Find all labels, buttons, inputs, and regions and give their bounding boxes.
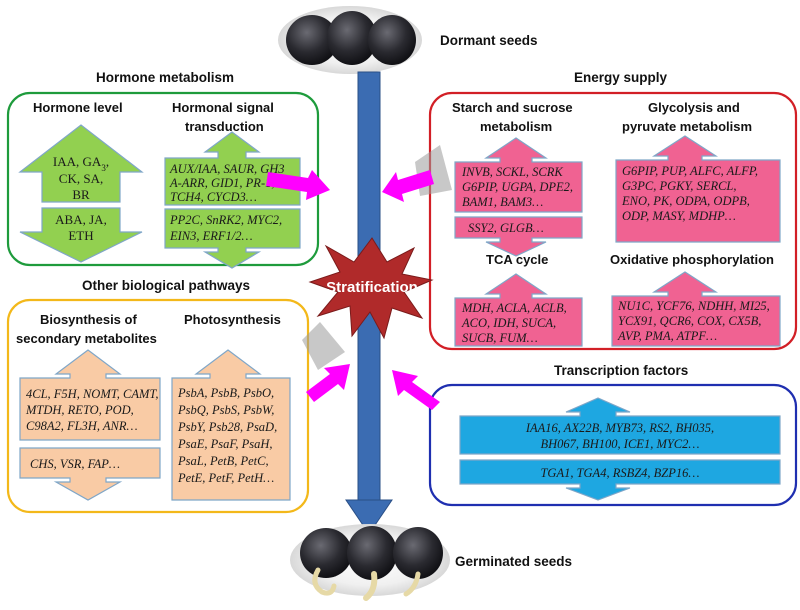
hormone-up-line1: IAA, GA: [53, 154, 102, 169]
tf-up-gene-line1: IAA16, AX22B, MYB73, RS2, BH035,: [525, 421, 714, 435]
biosynthesis-up-arrow-shape: [19, 349, 161, 441]
hormone-level-up-arrow-shape: [18, 124, 144, 203]
biosynthesis-title-line1: Biosynthesis of: [40, 312, 137, 327]
germinated-seeds-image: [290, 524, 450, 601]
glyco-gene-line1: G6PIP, PUP, ALFC, ALFP,: [622, 164, 758, 178]
biosynthesis-down-arrow-shape: [19, 447, 161, 501]
tf-up-gene-line2: BH067, BH100, ICE1, MYC2…: [540, 437, 699, 451]
photo-gene-line5: PsaL, PetB, PetC,: [177, 454, 269, 468]
hormone-up-line1-group: IAA, GA3,: [53, 154, 109, 173]
starch-gene-line3: BAM1, BAM3…: [462, 195, 543, 209]
ox-gene-line2: YCX91, QCR6, COX, CX5B,: [618, 314, 761, 328]
magenta-arrow-other: [306, 364, 350, 402]
glyco-gene-line4: ODP, MASY, MDHP…: [622, 209, 736, 223]
signal-up-gene-line2: A-ARR, GID1, PR-1,: [169, 176, 274, 190]
stratification-star: [308, 237, 434, 340]
hormone-up-line3: BR: [72, 187, 90, 202]
dormant-seeds-image: [278, 6, 422, 74]
hormone-up-line1-tail: ,: [106, 154, 109, 169]
tca-gene-line2: ACO, IDH, SUCA,: [461, 316, 556, 330]
hormone-level-title: Hormone level: [33, 100, 123, 115]
starch-up-arrow-shape: [454, 137, 583, 213]
tca-up-arrow-shape: [454, 273, 583, 347]
hormone-down-line1: ABA, JA,: [55, 212, 107, 227]
photosynthesis-title: Photosynthesis: [184, 312, 281, 327]
photo-gene-line4: PsaE, PsaF, PsaH,: [177, 437, 273, 451]
signal-up-gene-line1: AUX/IAA, SAUR, GH3: [169, 162, 285, 176]
energy-supply-title: Energy supply: [574, 70, 668, 85]
glycolysis-title-line1: Glycolysis and: [648, 100, 740, 115]
bio-gene-line3: C98A2, FL3H, ANR…: [26, 419, 138, 433]
signal-down-gene-line1: PP2C, SnRK2, MYC2,: [169, 213, 282, 227]
starch-down-gene: SSY2, GLGB…: [468, 221, 544, 235]
glyco-gene-line3: ENO, PK, ODPA, ODPB,: [621, 194, 750, 208]
germinated-seeds-label: Germinated seeds: [455, 554, 572, 569]
ox-gene-line1: NU1C, YCF76, NDHH, MI25,: [617, 299, 770, 313]
tca-gene-line1: MDH, ACLA, ACLB,: [461, 301, 567, 315]
photo-gene-line1: PsbA, PsbB, PsbO,: [177, 386, 274, 400]
signal-up-arrow-shape: [164, 131, 301, 206]
glyco-gene-line2: G3PC, PGKY, SERCL,: [622, 179, 737, 193]
transcription-factors-panel: [428, 383, 798, 507]
magenta-arrow-energy: [382, 170, 434, 202]
other-pathways-panel: [6, 298, 310, 514]
photo-gene-line6: PetE, PetF, PetH…: [177, 471, 274, 485]
glycolysis-up-arrow-shape: [615, 135, 781, 243]
starch-title-line1: Starch and sucrose: [452, 100, 573, 115]
starch-title-line2: metabolism: [480, 119, 552, 134]
magenta-arrow-tf: [392, 370, 440, 410]
hormone-level-down-arrow-shape: [19, 207, 143, 263]
tf-down-arrow-shape: [459, 459, 781, 501]
photo-gene-line2: PsbQ, PsbS, PsbW,: [177, 403, 274, 417]
hormone-metabolism-title: Hormone metabolism: [96, 70, 234, 85]
oxidative-up-arrow-shape: [611, 271, 781, 347]
stratification-label: Stratification: [326, 279, 418, 296]
signal-up-gene-line3: TCH4, CYCD3…: [170, 190, 257, 204]
ox-gene-line3: AVP, PMA, ATPF…: [617, 329, 717, 343]
tf-up-arrow-shape: [459, 397, 781, 455]
hormone-up-line1-sub: 3: [101, 163, 106, 173]
hormone-up-line2: CK, SA,: [59, 171, 103, 186]
starch-gene-line1: INVB, SCKL, SCRK: [461, 165, 563, 179]
tca-cycle-title: TCA cycle: [486, 252, 548, 267]
hormone-down-line2: ETH: [68, 228, 93, 243]
hormonal-signal-title-line2: transduction: [185, 119, 264, 134]
photo-gene-line3: PsbY, Psb28, PsaD,: [177, 420, 277, 434]
transcription-factors-title: Transcription factors: [554, 363, 688, 378]
dormant-seeds-label: Dormant seeds: [440, 33, 538, 48]
photosynthesis-up-arrow-shape: [171, 349, 291, 501]
signal-down-gene-line2: EIN3, ERF1/2…: [169, 229, 253, 243]
tca-gene-line3: SUCB, FUM…: [462, 331, 538, 345]
bio-gene-line1: 4CL, F5H, NOMT, CAMT,: [26, 387, 159, 401]
bio-down-gene: CHS, VSR, FAP…: [30, 457, 120, 471]
oxidative-phosphorylation-title: Oxidative phosphorylation: [610, 252, 774, 267]
bio-gene-line2: MTDH, RETO, POD,: [25, 403, 134, 417]
glycolysis-title-line2: pyruvate metabolism: [622, 119, 752, 134]
starch-gene-line2: G6PIP, UGPA, DPE2,: [462, 180, 573, 194]
energy-supply-panel: [428, 91, 798, 351]
signal-down-arrow-shape: [164, 208, 301, 269]
hormonal-signal-title-line1: Hormonal signal: [172, 100, 274, 115]
biosynthesis-title-line2: secondary metabolites: [16, 331, 157, 346]
starch-down-arrow-shape: [454, 216, 583, 257]
magenta-arrow-hormone: [266, 170, 330, 200]
tf-down-gene-line1: TGA1, TGA4, RSBZ4, BZP16…: [540, 466, 699, 480]
other-pathways-title: Other biological pathways: [82, 278, 250, 293]
